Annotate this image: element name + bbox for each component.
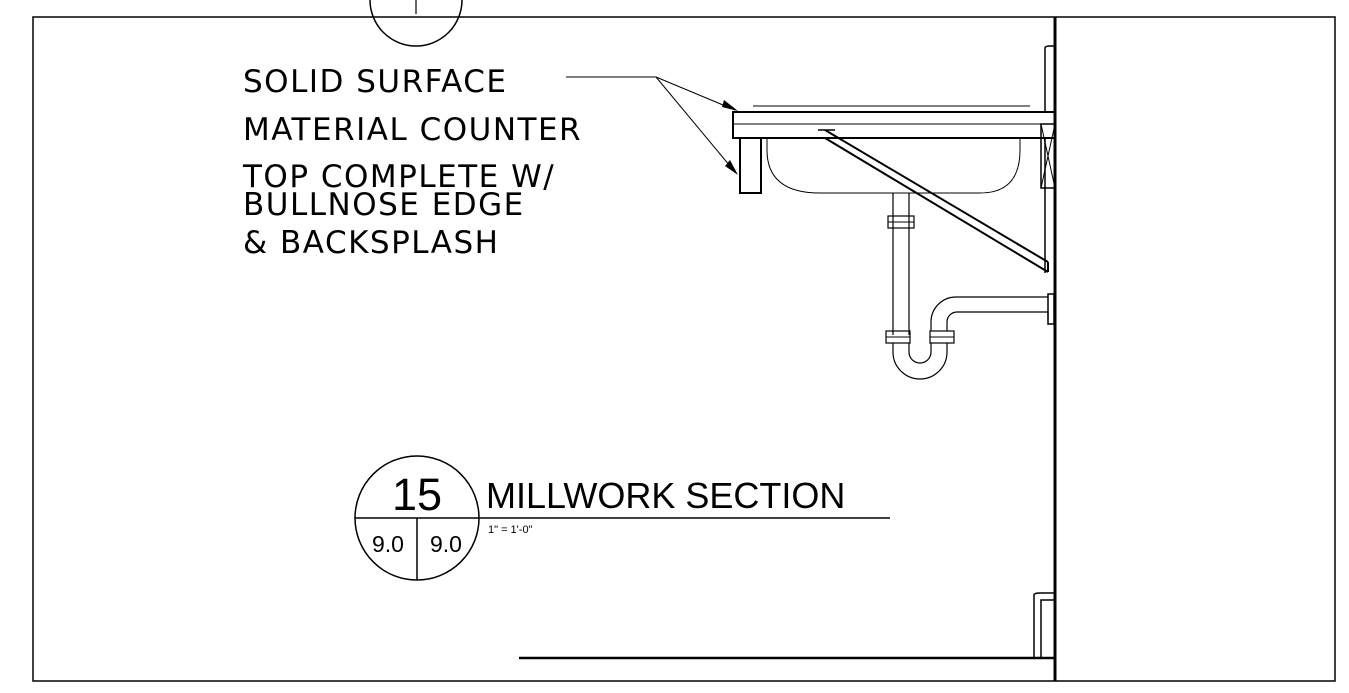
- callout-line-2: MATERIAL COUNTER: [243, 112, 582, 148]
- callout-line-1: SOLID SURFACE: [243, 64, 508, 100]
- wall-blocking: [1040, 123, 1056, 189]
- callout-line-4: BULLNOSE EDGE: [243, 187, 525, 223]
- callout-line-3: TOP COMPLETE W/: [242, 159, 555, 195]
- wall-bracket: [818, 129, 1049, 273]
- detail-number: 15: [392, 469, 442, 520]
- arrowhead-bottom: [725, 160, 738, 175]
- detail-scale: 1" = 1'-0": [488, 524, 533, 536]
- callout-leaders: [566, 76, 738, 175]
- sheet-border: [32, 16, 1336, 682]
- p-trap: [885, 193, 1055, 380]
- arrowhead-top: [722, 100, 738, 111]
- upper-detail-bubble: [369, 0, 463, 47]
- wall: [1044, 17, 1057, 681]
- sink-bowl: [766, 138, 1021, 194]
- countertop: [732, 105, 1056, 194]
- callout-line-5: & BACKSPLASH: [243, 225, 499, 261]
- floor-and-base: [519, 592, 1055, 660]
- sheet-reference-right: 9.0: [430, 531, 462, 557]
- sheet-reference-left: 9.0: [372, 531, 404, 557]
- detail-title-block: 15 9.0 9.0 MILLWORK SECTION 1" = 1'-0": [354, 455, 890, 581]
- detail-title: MILLWORK SECTION: [486, 475, 845, 516]
- material-callout: SOLID SURFACE MATERIAL COUNTER TOP COMPL…: [242, 64, 582, 261]
